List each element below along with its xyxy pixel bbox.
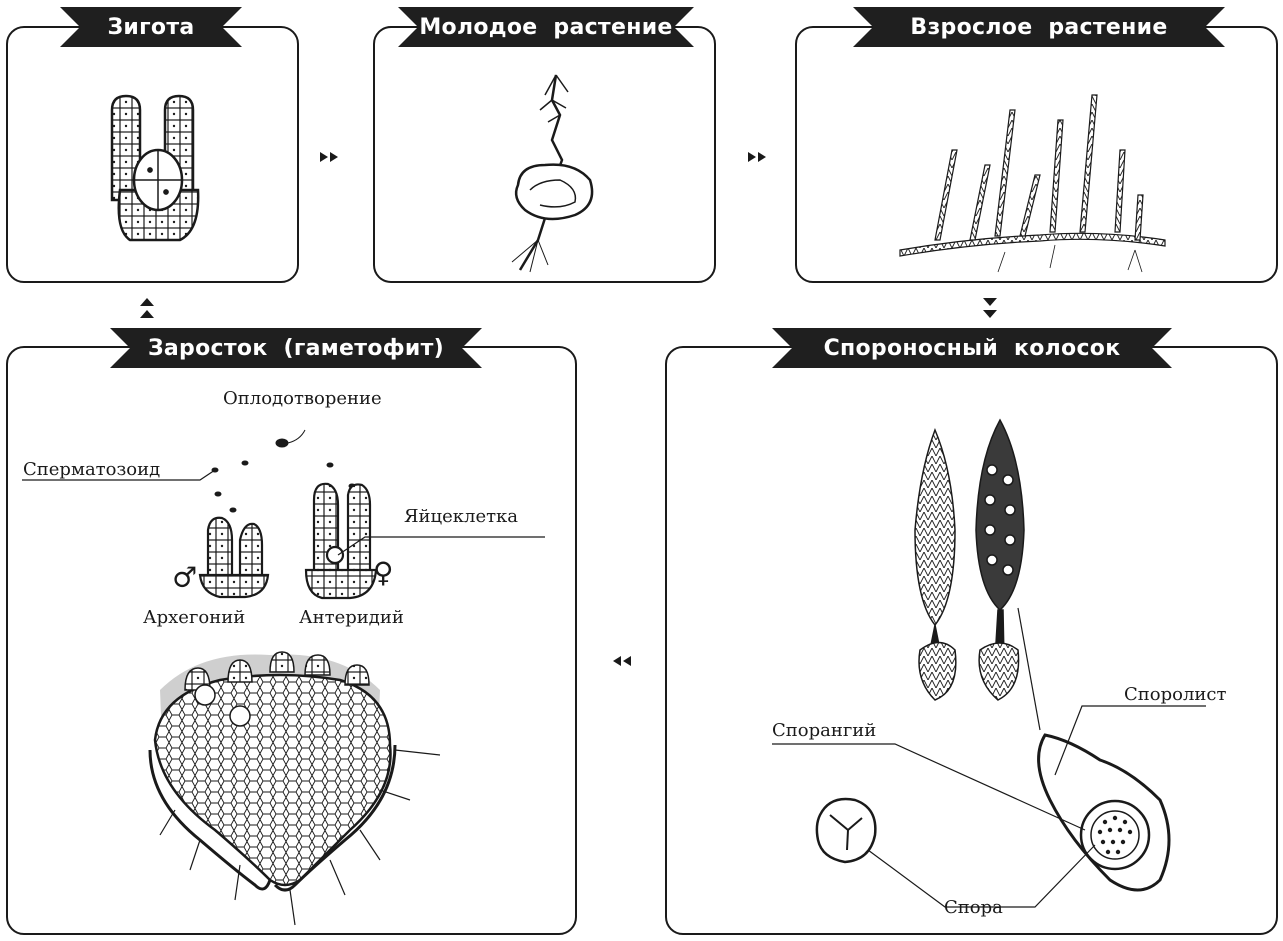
spore-illustration: [817, 799, 875, 862]
label-sporophyll: Споролист: [1124, 684, 1226, 705]
gametophyte-body: [150, 652, 440, 925]
arrow-up: [140, 298, 154, 318]
adult-plant-roots: [998, 245, 1142, 272]
sporophyll-illustration: [1039, 735, 1169, 890]
label-sporangium: Спорангий: [772, 720, 876, 741]
label-antheridium: Антеридий: [299, 607, 404, 628]
female-symbol: ♀: [373, 556, 393, 589]
arrow-right-1: [320, 152, 338, 162]
arrow-left: [613, 656, 631, 666]
adult-plant-illustration: [900, 95, 1165, 256]
arrow-down: [983, 298, 997, 318]
archegonium-illustration: [200, 518, 268, 597]
label-fertilization: Оплодотворение: [223, 388, 382, 409]
spore-spike-left: [915, 430, 956, 700]
arrow-right-2: [748, 152, 766, 162]
label-egg-cell: Яйцеклетка: [404, 506, 518, 527]
spore-spike-right: [976, 420, 1024, 700]
male-symbol: ♂: [172, 561, 197, 594]
antheridium-illustration: [306, 484, 376, 598]
young-plant-illustration: [512, 75, 592, 272]
label-spermatozoid: Сперматозоид: [23, 459, 160, 480]
zygote-illustration: [112, 96, 198, 240]
label-archegonium: Архегоний: [143, 607, 245, 628]
label-spore: Спора: [944, 897, 1003, 918]
